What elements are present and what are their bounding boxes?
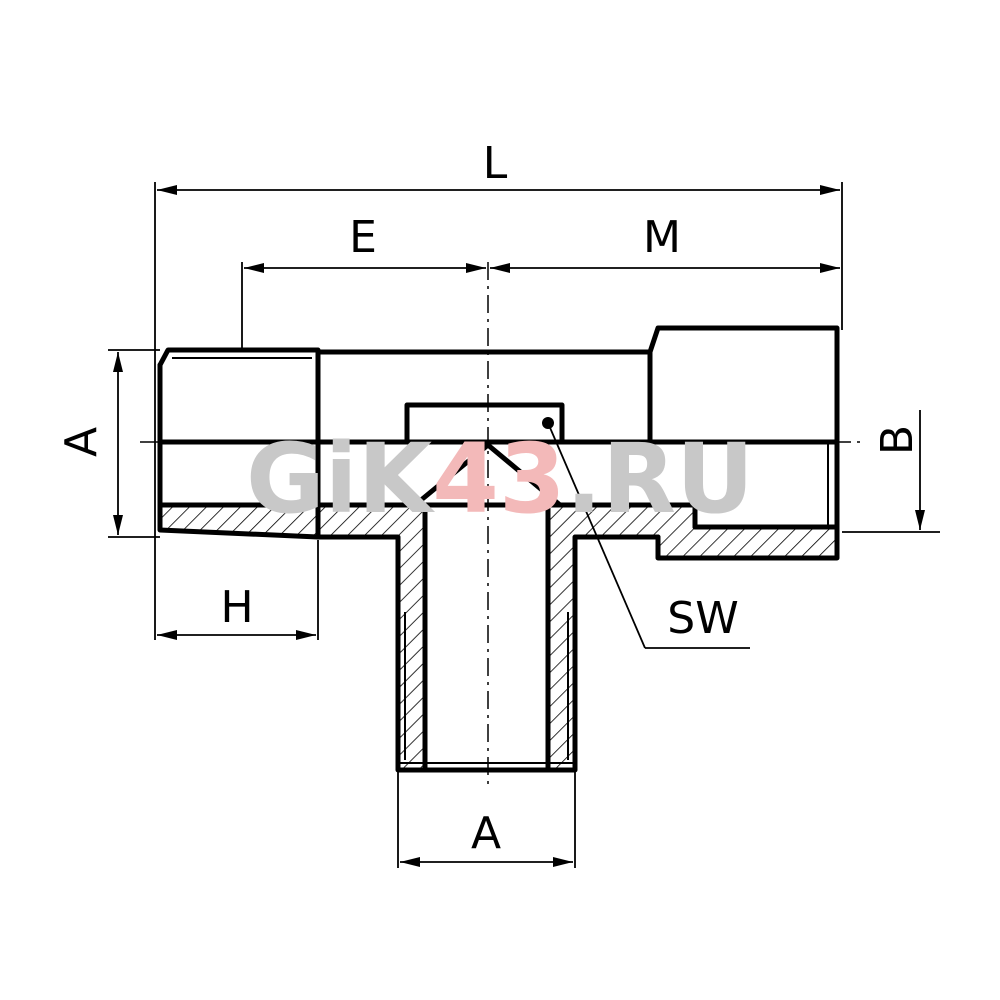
sw-leader: [542, 417, 750, 649]
watermark-accent: 43: [432, 423, 566, 535]
dimension-lines: [113, 185, 925, 867]
label-A-bottom: A: [471, 808, 501, 859]
extension-lines: [108, 182, 940, 868]
watermark-prefix: GiK: [246, 423, 436, 535]
label-L: L: [483, 138, 508, 189]
watermark-suffix: .RU: [566, 423, 754, 535]
label-E: E: [349, 212, 377, 263]
label-H: H: [220, 582, 253, 633]
center-axes: [140, 262, 860, 790]
fitting-outline: [157, 325, 840, 773]
label-SW: SW: [667, 593, 738, 644]
label-A-left: A: [56, 427, 107, 457]
label-M: M: [643, 212, 681, 263]
label-B: B: [872, 425, 923, 455]
watermark: GiK43.RU: [246, 423, 754, 535]
